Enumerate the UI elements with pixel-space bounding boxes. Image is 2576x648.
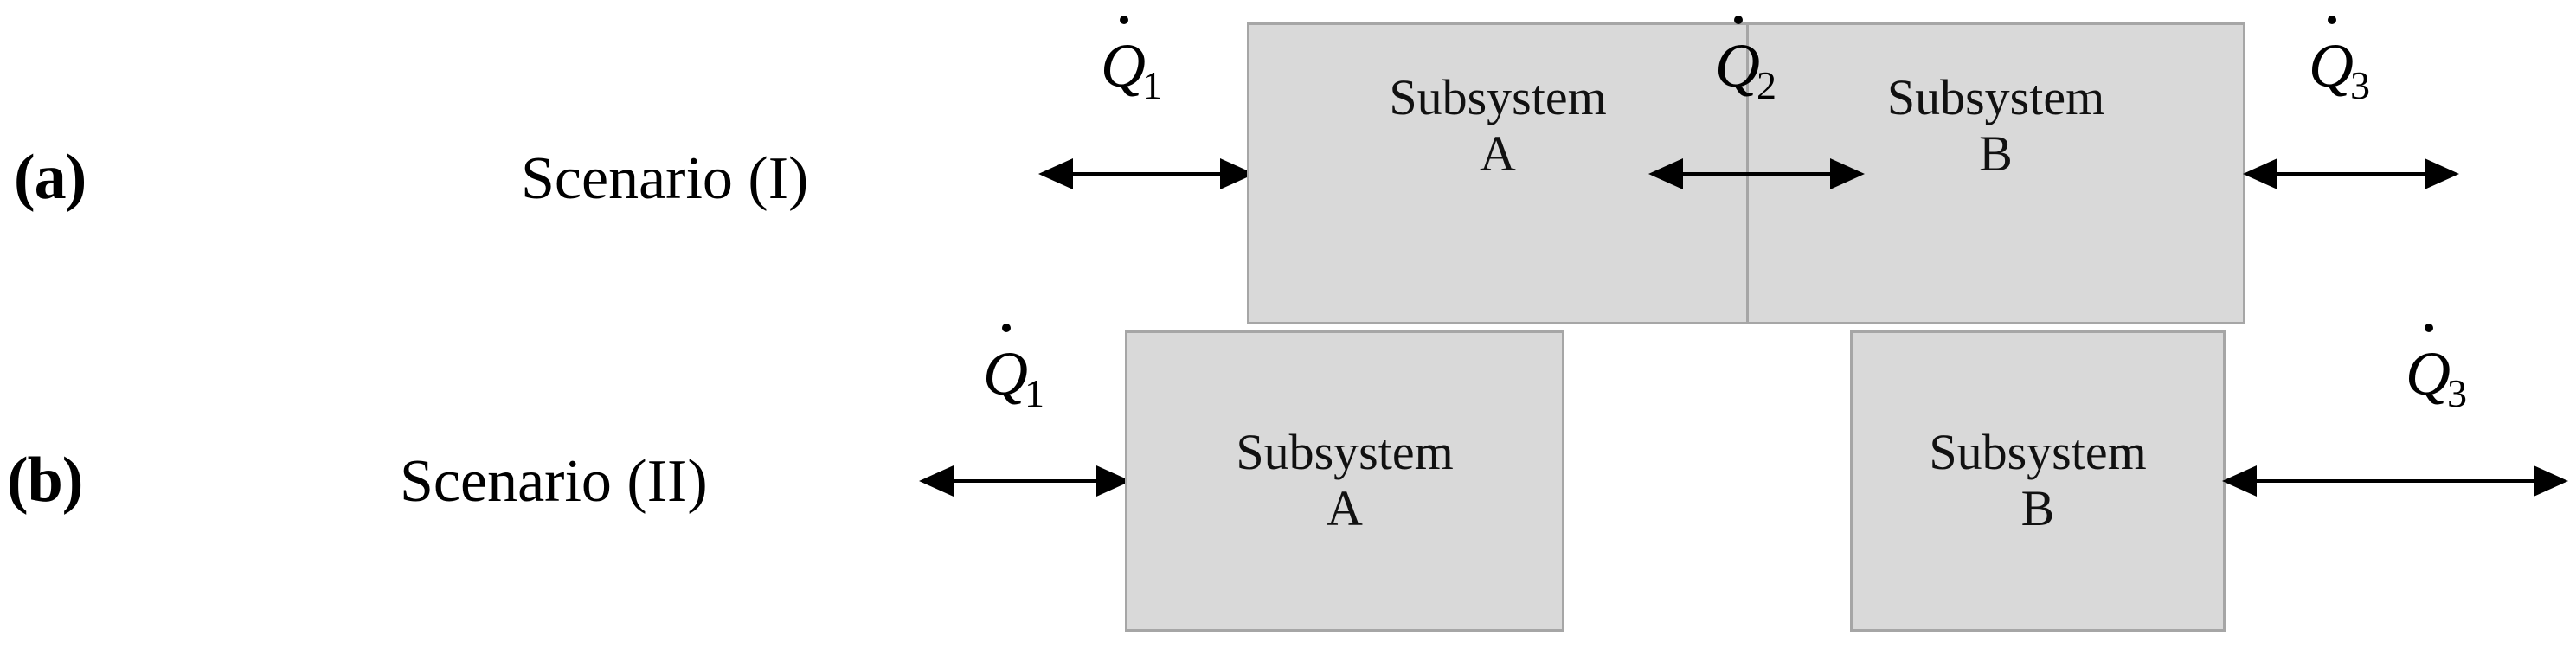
overdot-icon — [1733, 16, 1743, 25]
overdot-icon — [2424, 324, 2433, 333]
subsystem-box-a-row-a: Subsystem A — [1249, 25, 1746, 322]
subsystem-b-id: B — [1979, 125, 2013, 182]
arrow-q3-row-a — [2243, 158, 2459, 189]
q-symbol: Q — [2406, 324, 2451, 405]
q-symbol: Q — [1715, 16, 1760, 97]
q-symbol: Q — [1101, 16, 1146, 97]
q-subscript: 3 — [2447, 371, 2467, 415]
subsystem-b-id: B — [2020, 480, 2055, 536]
q-subscript: 3 — [2350, 63, 2370, 107]
arrow-q1-row-a — [1038, 158, 1255, 189]
subsystem-box-b-row-b: Subsystem B — [1850, 330, 2226, 632]
arrow-q2-row-a — [1648, 158, 1865, 189]
q-symbol: Q — [2309, 16, 2354, 97]
q-symbol: Q — [983, 324, 1028, 405]
subsystem-box-a-row-b: Subsystem A — [1125, 330, 1564, 632]
arrow-q3-row-b — [2222, 465, 2568, 497]
arrow-q1-row-b — [919, 465, 1131, 497]
subsystem-a-name: Subsystem — [1389, 69, 1607, 125]
overdot-icon — [1001, 324, 1011, 333]
q-subscript: 2 — [1757, 63, 1776, 107]
q-subscript: 1 — [1025, 371, 1044, 415]
subsystem-a-id: A — [1480, 125, 1516, 182]
overdot-icon — [1119, 16, 1128, 25]
q-subscript: 1 — [1142, 63, 1162, 107]
subsystem-a-name: Subsystem — [1236, 424, 1454, 481]
row-tag-a: (a) — [14, 142, 87, 213]
scenario-label-2: Scenario (II) — [400, 448, 708, 515]
subsystem-b-name: Subsystem — [1929, 424, 2147, 481]
scenario-label-1: Scenario (I) — [521, 145, 809, 212]
subsystem-a-id: A — [1327, 480, 1363, 536]
subsystem-b-name: Subsystem — [1886, 69, 2105, 125]
overdot-icon — [2327, 16, 2336, 25]
row-tag-b: (b) — [7, 445, 83, 516]
